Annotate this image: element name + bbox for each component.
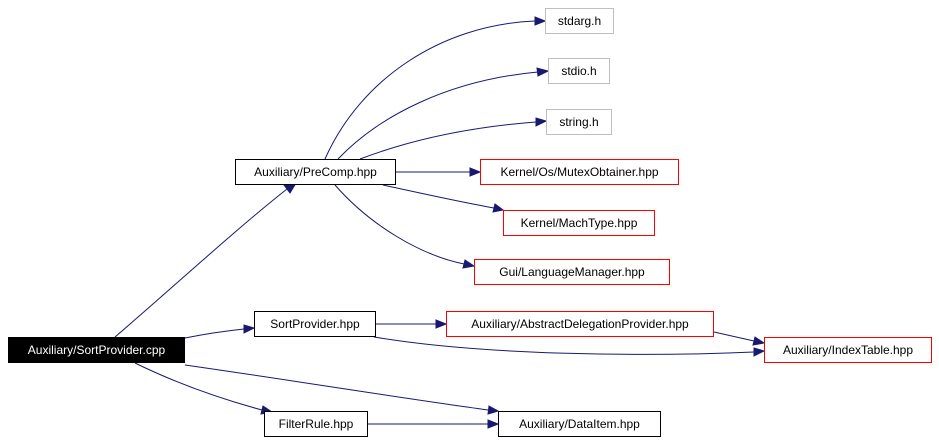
- edge-sortprov-abstractdeleg: [376, 319, 448, 329]
- node-languagemanager-hpp[interactable]: Gui/LanguageManager.hpp: [474, 259, 670, 285]
- edge-precomp-langmgr: [334, 184, 476, 269]
- edge-root-sortprov: [184, 324, 256, 339]
- node-abstractdelegationprovider-hpp[interactable]: Auxiliary/AbstractDelegationProvider.hpp: [446, 311, 714, 337]
- node-dataitem-hpp[interactable]: Auxiliary/DataItem.hpp: [498, 411, 661, 437]
- node-indextable-hpp[interactable]: Auxiliary/IndexTable.hpp: [764, 337, 932, 363]
- node-filterrule-hpp[interactable]: FilterRule.hpp: [264, 411, 368, 437]
- node-stdio-h[interactable]: stdio.h: [548, 58, 610, 84]
- edge-filterrule-dataitem: [368, 419, 500, 429]
- edge-abstractdeleg-indextable: [713, 331, 766, 346]
- edge-precomp-stdio: [337, 67, 550, 160]
- edge-precomp-string: [359, 117, 548, 160]
- edge-precomp-machtype: [382, 184, 505, 213]
- node-machtype-hpp[interactable]: Kernel/MachType.hpp: [503, 210, 655, 236]
- node-sortprovider-cpp[interactable]: Auxiliary/SortProvider.cpp: [8, 337, 185, 363]
- edge-precomp-stdarg: [324, 16, 547, 160]
- node-sortprovider-hpp[interactable]: SortProvider.hpp: [254, 311, 376, 337]
- node-string-h[interactable]: string.h: [546, 109, 612, 135]
- node-mutexobtainer-hpp[interactable]: Kernel/Os/MutexObtainer.hpp: [480, 159, 679, 185]
- edge-precomp-mutex: [396, 167, 482, 177]
- node-stdarg-h[interactable]: stdarg.h: [545, 8, 614, 34]
- edge-root-filterrule: [134, 362, 274, 415]
- node-precomp-hpp[interactable]: Auxiliary/PreComp.hpp: [235, 159, 396, 185]
- edge-sortprov-indextable: [373, 336, 766, 357]
- edge-root-dataitem: [184, 364, 500, 415]
